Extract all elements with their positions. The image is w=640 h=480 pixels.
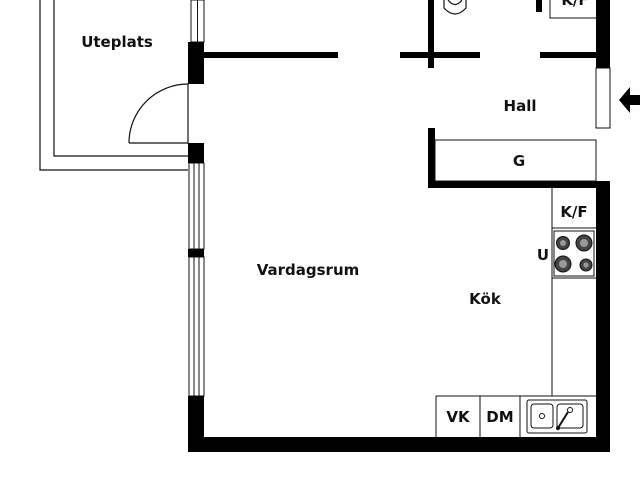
terrace-door <box>128 83 189 144</box>
fixture-label-dm: DM <box>486 408 513 426</box>
kitchen-counter <box>435 188 596 437</box>
room-label-vardagsrum: Vardagsrum <box>257 261 360 279</box>
sink-icon <box>526 399 588 434</box>
room-label-hall: Hall <box>504 97 537 115</box>
entrance-arrow-icon <box>619 87 640 113</box>
walls <box>188 0 610 452</box>
toilet-icon <box>443 0 467 15</box>
stove-icon <box>553 230 595 277</box>
terrace-outline <box>39 0 188 171</box>
window-terrace <box>190 0 205 43</box>
bath-cabinet <box>549 0 596 19</box>
room-label-uteplats: Uteplats <box>81 33 153 51</box>
fixture-label-kf-top: K/F <box>561 0 588 9</box>
fixture-label-kyl-frys: K/F <box>560 203 587 221</box>
room-label-kok: Kök <box>469 290 502 308</box>
fixture-label-garderob: G <box>513 152 525 170</box>
fixture-label-vk: VK <box>446 408 471 426</box>
window-living-2 <box>188 256 205 397</box>
fixture-label-ugn: U <box>537 246 549 264</box>
entrance-opening <box>595 67 611 129</box>
closet <box>434 139 597 182</box>
window-living-1 <box>188 162 205 250</box>
